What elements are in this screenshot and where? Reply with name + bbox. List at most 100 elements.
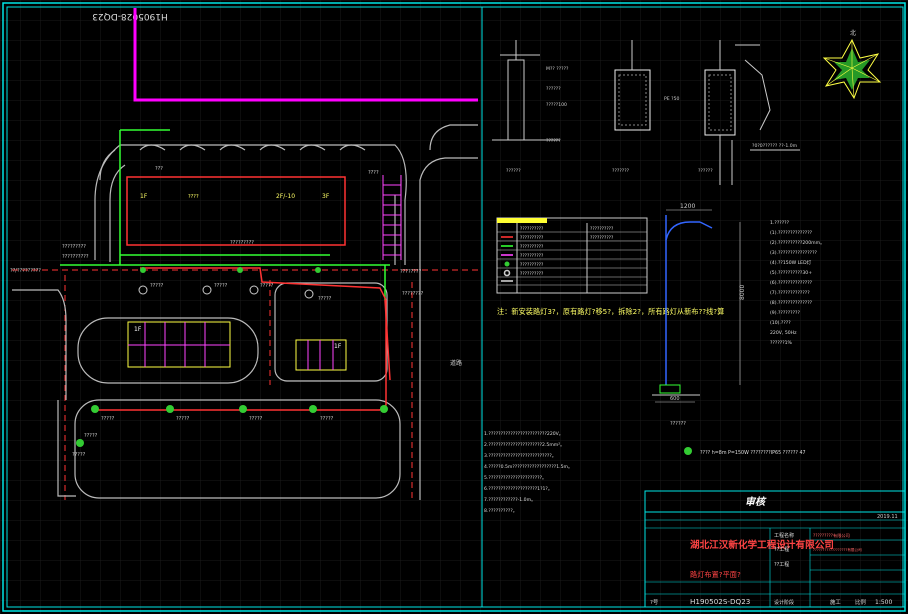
svg-text:???: ??? — [155, 166, 163, 172]
detail-notes: M?? ????? ?????? ?????100 PE ?50 ?????? … — [506, 66, 798, 174]
scale-label: 比例 — [855, 598, 866, 606]
annex-left-1f: 1F — [134, 326, 142, 333]
svg-text:8.??????????。: 8.??????????。 — [484, 508, 517, 514]
design-label: ??工程 — [774, 561, 789, 568]
svg-text:???????: ??????? — [612, 168, 630, 174]
red-dashed-lines — [12, 269, 478, 500]
main-building-tag: ???? — [188, 194, 199, 200]
svg-text:220V, 50Hz: 220V, 50Hz — [770, 330, 797, 336]
cable-ladder — [382, 175, 402, 260]
legend-table: ?????????? ?????????? ?????????? ???????… — [496, 217, 648, 294]
drawing-name: 路灯布置?平面? — [690, 570, 741, 579]
stage-value: 施工 — [830, 598, 841, 606]
company-name: 湖北江汉新化学工程设计有限公司 — [690, 539, 834, 551]
svg-text:??????????: ?????????? — [62, 254, 89, 260]
lamp-legend-text: ???? h=8m P=150W ????????IP65 ?????? 47 — [700, 450, 806, 456]
svg-text:??????: ?????? — [546, 138, 561, 144]
drawing-no-label: ?号 — [650, 599, 659, 606]
svg-text:(2).??????????200mm。: (2).??????????200mm。 — [770, 240, 825, 246]
check-label: ??工程 — [774, 546, 789, 553]
scale-value: 1:500 — [875, 599, 892, 606]
svg-text:(1).??????????????: (1).?????????????? — [770, 230, 813, 236]
green-cable-route — [60, 129, 390, 300]
svg-text:??????????: ?????????? — [520, 226, 544, 232]
svg-text:??????????: ?????????? — [520, 262, 544, 268]
svg-text:??????????: ?????????? — [590, 235, 614, 241]
svg-text:(9).?????????: (9).????????? — [770, 310, 800, 316]
svg-text:7.????????????-1.0m。: 7.????????????-1.0m。 — [484, 497, 536, 503]
svg-text:?????: ????? — [72, 452, 86, 458]
svg-text:?????: ????? — [150, 283, 164, 289]
svg-text:?????: ????? — [176, 416, 190, 422]
annex-right-1f: 1F — [334, 343, 342, 350]
svg-text:????????: ???????? — [400, 269, 422, 275]
annex-building-right — [295, 339, 347, 371]
svg-text:1.??????: 1.?????? — [770, 220, 790, 226]
svg-text:?????: ????? — [249, 416, 263, 422]
pole-height-dim: 8000 — [739, 285, 746, 300]
red-cable-route — [95, 267, 391, 411]
svg-text:?????????: ????????? — [230, 240, 254, 246]
svg-text:??????: ?????? — [698, 168, 713, 174]
pole-specs: 1.?????? (1).?????????????? (2).????????… — [770, 220, 825, 346]
project-label: 工程名称 — [774, 532, 794, 539]
title-block-date: 2019.11 — [877, 514, 898, 520]
svg-text:2.??????????????????????2.5mm²: 2.??????????????????????2.5mm²。 — [484, 442, 565, 448]
svg-text:?????: ????? — [101, 416, 115, 422]
svg-text:??????1%: ??????1% — [770, 340, 793, 346]
inner-frame — [6, 6, 904, 608]
svg-text:?????: ????? — [214, 283, 228, 289]
svg-text:(7).?????????????: (7).????????????? — [770, 290, 810, 296]
svg-text:(6).??????????????: (6).?????????????? — [770, 280, 813, 286]
svg-text:?????????: ????????? — [62, 244, 86, 250]
main-building-2f: 2F/-10 — [276, 193, 295, 200]
pole-top-dim: 1200 — [680, 203, 695, 210]
plan-annotations: ????????? ?????????? ??/????????? ????? … — [10, 166, 424, 458]
svg-text:4.?????0.5m??????????????????1: 4.?????0.5m??????????????????1.5m。 — [484, 464, 573, 470]
pole-detail-label: ?????? — [670, 421, 686, 427]
svg-text:?0?0?????? ??-1.0m: ?0?0?????? ??-1.0m — [752, 143, 798, 149]
lamp-pole-elevation: 1200 8000 600 ?????? — [652, 203, 746, 427]
foundation-details — [492, 40, 800, 185]
svg-text:??????????: ?????????? — [520, 253, 544, 259]
main-note: 注：新安装路灯3?，原有路灯?移5?，拆除2?，所有路灯从新布??线?算 — [497, 307, 724, 316]
title-block-approve: 审核 — [745, 496, 767, 508]
svg-text:M?? ?????: M?? ????? — [546, 66, 569, 72]
lamp-legend-icon — [684, 447, 692, 455]
svg-text:(8).??????????????: (8).?????????????? — [770, 300, 813, 306]
main-building-3f: 3F — [322, 193, 330, 200]
general-notes: 1.????????????????????????220V。 2.??????… — [484, 431, 573, 514]
svg-text:(5).??????????30+: (5).??????????30+ — [770, 270, 812, 276]
main-building — [126, 176, 346, 246]
drawing-number: H190502S-DQ23 — [690, 597, 750, 606]
svg-text:??????????: ?????????? — [520, 235, 544, 241]
svg-text:??????????: ?????????? — [590, 226, 614, 232]
svg-text:??????: ?????? — [546, 86, 561, 92]
svg-text:?????: ????? — [84, 433, 98, 439]
compass-north: 北 — [850, 29, 856, 37]
design-stage-label: 设计阶段 — [774, 599, 794, 606]
project-name: ?????????有限公司 — [813, 532, 850, 539]
compass-rose: 北 — [822, 29, 882, 100]
svg-text:??/?????????: ??/????????? — [10, 268, 41, 274]
svg-text:????????: ???????? — [402, 291, 424, 297]
road-label: 道路 — [450, 359, 462, 367]
svg-text:??????????: ?????????? — [520, 271, 544, 277]
svg-text:?????100: ?????100 — [546, 102, 567, 108]
svg-text:?????: ????? — [320, 416, 334, 422]
annex-building-left — [127, 321, 231, 368]
svg-text:(3).????????????????: (3).???????????????? — [770, 250, 818, 256]
svg-text:?????: ????? — [260, 283, 274, 289]
svg-text:?????: ????? — [318, 296, 332, 302]
svg-text:5.??????????????????????。: 5.??????????????????????。 — [484, 475, 547, 481]
rotated-drawing-no: H1905028-DQ23 — [92, 11, 168, 21]
svg-text:??????????: ?????????? — [520, 244, 544, 250]
svg-text:??????: ?????? — [506, 168, 521, 174]
project-sub: ??????????????????有限公司 — [813, 547, 862, 552]
svg-text:6.????????????????????1?1?。: 6.????????????????????1?1?。 — [484, 486, 552, 492]
svg-text:PE ?50: PE ?50 — [664, 96, 679, 102]
title-block — [644, 490, 906, 608]
svg-text:3.??????????????????????????。: 3.??????????????????????????。 — [484, 453, 556, 459]
